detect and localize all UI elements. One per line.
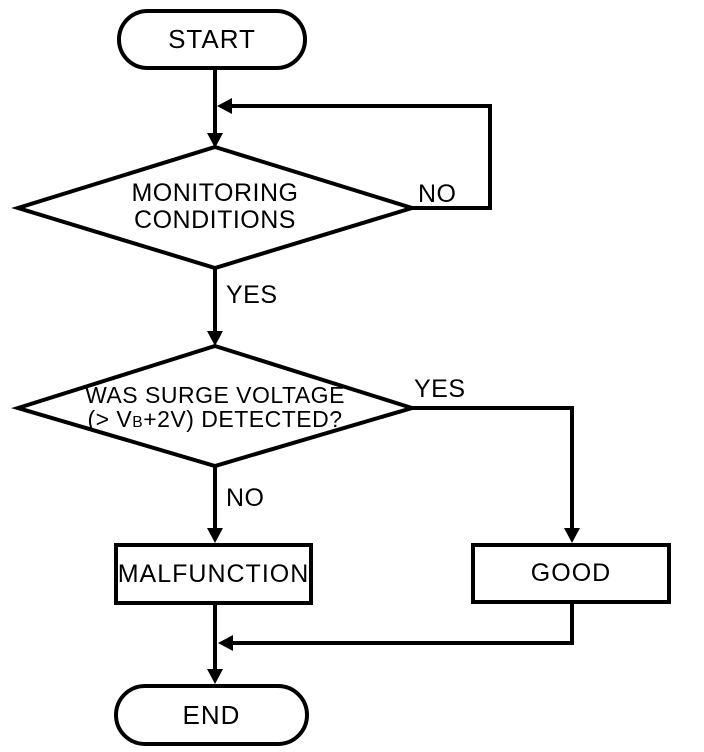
start-label: START xyxy=(168,24,256,54)
monitoring-yes-label: YES xyxy=(226,281,278,309)
surge-no-label: NO xyxy=(226,484,265,512)
decision-surge-line1: WAS SURGE VOLTAGE xyxy=(85,382,345,408)
good-node: GOOD xyxy=(471,543,671,604)
decision-monitoring-label: MONITORING CONDITIONS xyxy=(131,179,299,234)
connector-good-to-merge xyxy=(231,604,574,645)
arrowhead-monitoring-no-loop xyxy=(217,98,232,114)
surge-yes-label: YES xyxy=(414,375,466,403)
decision-surge-line2: (> VB+2V) DETECTED? xyxy=(35,407,395,435)
connector-surge-yes-to-good xyxy=(412,406,574,531)
arrowhead-good-to-merge xyxy=(218,635,233,651)
connector-monitoring-no-loop xyxy=(230,104,492,210)
arrowhead-monitoring-yes-to-surge xyxy=(207,331,223,346)
malfunction-node: MALFUNCTION xyxy=(114,543,313,605)
surge-line2-subscript: B xyxy=(132,414,144,431)
monitoring-no-label: NO xyxy=(418,180,457,208)
malfunction-label: MALFUNCTION xyxy=(117,559,310,588)
surge-line2-suffix: +2V) DETECTED? xyxy=(143,406,343,432)
arrowhead-surge-yes-to-good xyxy=(564,528,580,543)
decision-monitoring-shape xyxy=(11,144,419,271)
arrowhead-malfunction-to-end xyxy=(207,669,223,684)
surge-line2-prefix: (> V xyxy=(87,406,133,432)
end-label: END xyxy=(182,699,241,730)
decision-surge-shape xyxy=(11,343,419,469)
arrowhead-start-to-monitoring xyxy=(207,133,223,148)
end-node: END xyxy=(114,684,309,746)
start-node: START xyxy=(117,9,307,70)
decision-surge-label: WAS SURGE VOLTAGE (> VB+2V) DETECTED? xyxy=(35,383,395,435)
arrowhead-surge-no-to-malfunction xyxy=(207,528,223,543)
good-label: GOOD xyxy=(530,559,612,587)
